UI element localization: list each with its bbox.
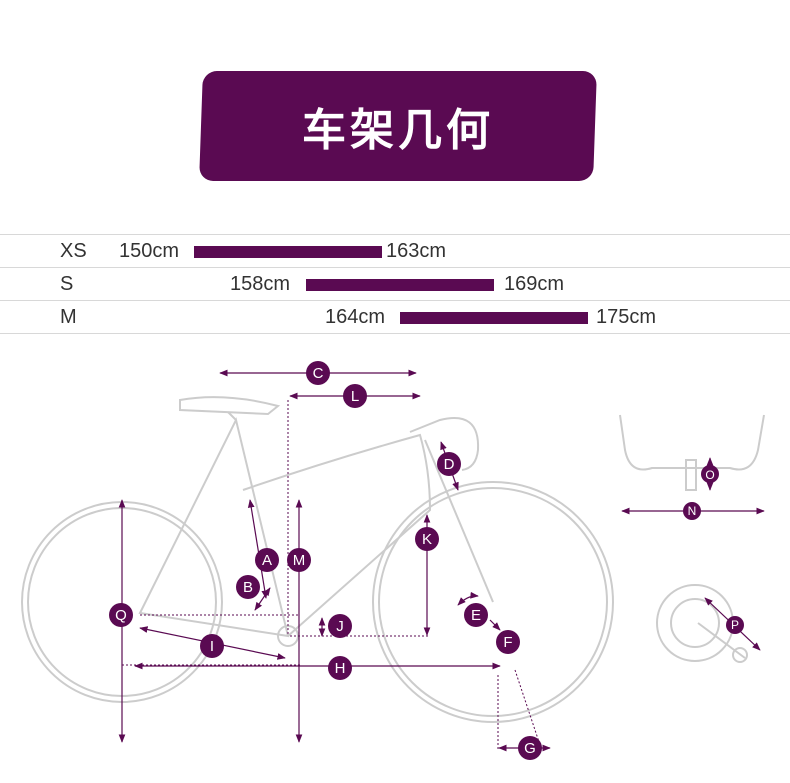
height-max: 175cm bbox=[596, 306, 657, 328]
svg-text:N: N bbox=[688, 504, 697, 518]
badge-q: Q bbox=[109, 603, 133, 627]
size-row-xs: XS 150cm 163cm bbox=[0, 234, 790, 267]
size-label: M bbox=[60, 306, 77, 328]
badge-g: G bbox=[518, 736, 542, 760]
main-frame bbox=[242, 433, 432, 637]
svg-text:O: O bbox=[705, 468, 714, 482]
height-range-bar bbox=[194, 246, 382, 258]
svg-text:L: L bbox=[351, 388, 359, 405]
badge-o: O bbox=[701, 465, 719, 483]
badge-c: C bbox=[306, 361, 330, 385]
svg-text:C: C bbox=[313, 365, 324, 382]
badge-f: F bbox=[496, 630, 520, 654]
dimension-badges: C L D K A M B Q E J F I H G O N P bbox=[109, 361, 744, 760]
badge-a: A bbox=[255, 548, 279, 572]
size-label: S bbox=[60, 273, 74, 295]
svg-text:D: D bbox=[444, 456, 455, 473]
svg-text:F: F bbox=[503, 634, 512, 651]
svg-text:K: K bbox=[422, 531, 432, 548]
badge-e: E bbox=[464, 603, 488, 627]
size-row-s: S 158cm 169cm bbox=[0, 267, 790, 300]
svg-text:E: E bbox=[471, 607, 481, 624]
front-tire-inner bbox=[378, 487, 608, 717]
arrow-b bbox=[254, 587, 271, 611]
handlebar-front-view bbox=[619, 414, 765, 491]
height-min: 158cm bbox=[230, 273, 291, 295]
size-label: XS bbox=[60, 240, 87, 262]
size-table: XS 150cm 163cm S 158cm 169cm M 164cm 175… bbox=[0, 234, 790, 334]
svg-text:I: I bbox=[210, 638, 214, 655]
size-row-m: M 164cm 175cm bbox=[0, 300, 790, 334]
height-range-bar bbox=[306, 279, 494, 291]
rear-triangle bbox=[138, 417, 290, 638]
height-max: 169cm bbox=[504, 273, 565, 295]
arrow-f bbox=[489, 619, 501, 631]
handlebar bbox=[409, 417, 480, 471]
arrow-e bbox=[457, 591, 479, 606]
saddle bbox=[179, 396, 281, 416]
svg-text:J: J bbox=[336, 618, 344, 635]
badge-d: D bbox=[437, 452, 461, 476]
svg-text:H: H bbox=[335, 660, 346, 677]
svg-text:Q: Q bbox=[115, 607, 127, 624]
svg-text:A: A bbox=[262, 552, 272, 569]
badge-m: M bbox=[287, 548, 311, 572]
badge-h: H bbox=[328, 656, 352, 680]
height-range-bar bbox=[400, 312, 588, 324]
badge-b: B bbox=[236, 575, 260, 599]
fork bbox=[424, 439, 494, 603]
height-max: 163cm bbox=[386, 240, 447, 262]
svg-text:G: G bbox=[524, 740, 536, 757]
badge-n: N bbox=[683, 502, 701, 520]
badge-p: P bbox=[726, 616, 744, 634]
front-wheel bbox=[372, 481, 614, 723]
badge-j: J bbox=[328, 614, 352, 638]
svg-text:P: P bbox=[731, 618, 739, 632]
seatpost bbox=[227, 411, 237, 421]
page-title: 车架几何 bbox=[302, 105, 494, 156]
height-min: 150cm bbox=[119, 240, 180, 262]
badge-k: K bbox=[415, 527, 439, 551]
badge-l: L bbox=[343, 384, 367, 408]
height-min: 164cm bbox=[325, 306, 386, 328]
badge-i: I bbox=[200, 634, 224, 658]
svg-text:M: M bbox=[293, 552, 306, 569]
bike-outline bbox=[21, 396, 614, 723]
dimension-arrows bbox=[118, 369, 765, 752]
svg-text:B: B bbox=[243, 579, 253, 596]
arrow-a bbox=[247, 499, 269, 599]
bike-geometry-diagram: C L D K A M B Q E J F I H G O N P bbox=[21, 361, 765, 760]
